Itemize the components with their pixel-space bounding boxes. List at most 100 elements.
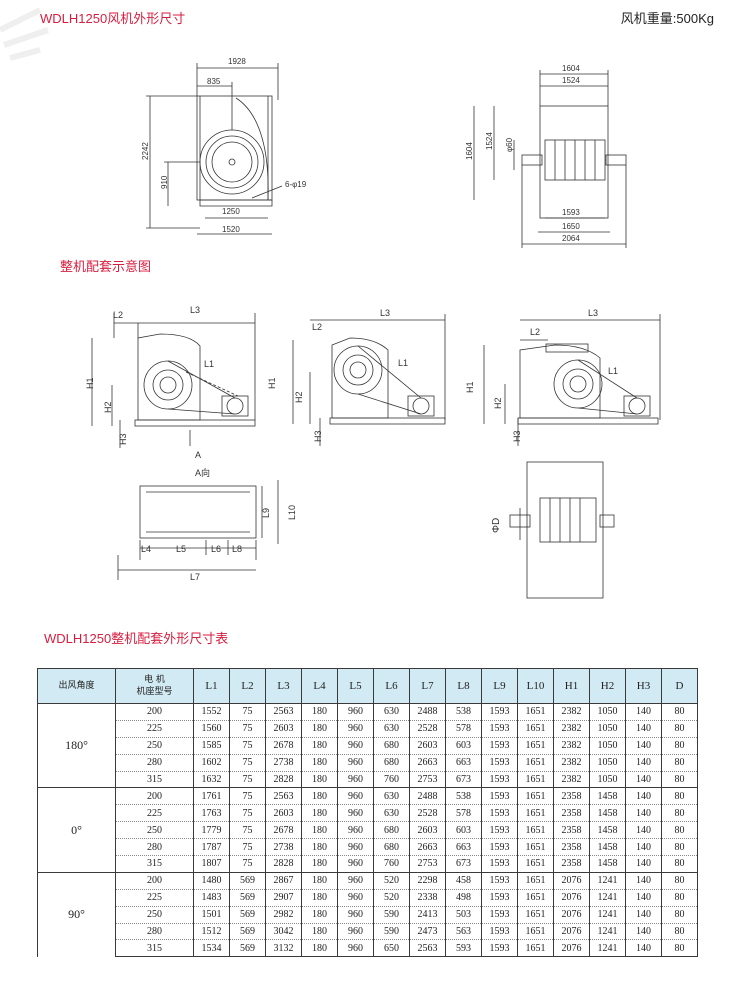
label-l6: L6	[211, 544, 221, 554]
table-cell: 140	[625, 736, 662, 755]
column-header: 电 机 机座型号	[115, 668, 194, 704]
column-header: L3	[265, 668, 302, 704]
table-section-title: WDLH1250整机配套外形尺寸表	[44, 631, 229, 646]
table-cell: 2358	[553, 821, 590, 839]
table-cell: 2488	[409, 787, 446, 805]
table-cell: 680	[373, 838, 410, 856]
table-cell: 1585	[193, 736, 230, 755]
table-cell: 3132	[265, 939, 302, 958]
label-l8: L8	[232, 544, 242, 554]
table-cell: 1241	[589, 939, 626, 958]
table-cell: 225	[115, 888, 194, 907]
table-cell: 2488	[409, 703, 446, 721]
table-cell: 760	[373, 770, 410, 788]
table-cell: 1241	[589, 905, 626, 924]
column-header: L6	[373, 668, 410, 704]
outlet-angle-cell: 180°	[37, 702, 116, 788]
table-cell: 2382	[553, 703, 590, 721]
label-a-view: A向	[195, 467, 210, 478]
table-cell: 1602	[193, 753, 230, 772]
dim-1524-left: 1524	[485, 132, 494, 150]
table-cell: 3042	[265, 922, 302, 940]
table-cell: 1807	[193, 855, 230, 873]
table-cell: 2413	[409, 905, 446, 924]
label-a-arrow: A	[195, 450, 201, 460]
table-cell: 2382	[553, 719, 590, 738]
table-cell: 630	[373, 719, 410, 738]
table-cell: 180	[301, 939, 338, 958]
column-header: H1	[553, 668, 590, 704]
table-cell: 563	[445, 922, 482, 940]
table-cell: 2738	[265, 753, 302, 772]
table-cell: 569	[229, 871, 266, 890]
table-cell: 630	[373, 703, 410, 721]
table-cell: 1534	[193, 939, 230, 958]
table-cell: 140	[625, 821, 662, 839]
column-header: H3	[625, 668, 662, 704]
table-cell: 225	[115, 804, 194, 822]
table-cell: 960	[337, 855, 374, 873]
table-cell: 2358	[553, 804, 590, 822]
table-cell: 1651	[517, 905, 554, 924]
column-header: H2	[589, 668, 626, 704]
table-cell: 2828	[265, 855, 302, 873]
table-cell: 1593	[481, 939, 518, 958]
table-cell: 1651	[517, 939, 554, 958]
table-cell: 1651	[517, 855, 554, 873]
assembly-section-title: 整机配套示意图	[60, 259, 152, 274]
table-cell: 2076	[553, 905, 590, 924]
dim-1520: 1520	[222, 225, 240, 234]
dim-2064: 2064	[562, 234, 580, 243]
table-cell: 1779	[193, 821, 230, 839]
table-cell: 2473	[409, 922, 446, 940]
table-cell: 1560	[193, 719, 230, 738]
table-cell: 140	[625, 838, 662, 856]
table-cell: 630	[373, 804, 410, 822]
table-cell: 1651	[517, 838, 554, 856]
table-cell: 1050	[589, 736, 626, 755]
table-cell: 80	[661, 939, 698, 958]
table-cell: 569	[229, 922, 266, 940]
table-cell: 180	[301, 719, 338, 738]
label-h3-v3: H3	[512, 430, 522, 442]
label-h1-v2: H1	[267, 377, 277, 389]
dim-1524-top: 1524	[562, 76, 580, 85]
column-header: L8	[445, 668, 482, 704]
table-cell: 1593	[481, 736, 518, 755]
table-cell: 2076	[553, 871, 590, 890]
table-cell: 200	[115, 871, 194, 890]
table-cell: 180	[301, 736, 338, 755]
outline-side-view	[473, 70, 627, 248]
table-cell: 960	[337, 939, 374, 958]
table-cell: 200	[115, 703, 194, 721]
table-cell: 140	[625, 770, 662, 788]
table-cell: 578	[445, 804, 482, 822]
table-cell: 1651	[517, 753, 554, 772]
table-cell: 960	[337, 821, 374, 839]
table-cell: 80	[661, 855, 698, 873]
table-cell: 75	[229, 787, 266, 805]
dim-910: 910	[160, 175, 169, 189]
label-h2-v3: H2	[493, 397, 503, 409]
table-cell: 1593	[481, 703, 518, 721]
table-cell: 2907	[265, 888, 302, 907]
table-cell: 760	[373, 855, 410, 873]
table-cell: 1593	[481, 787, 518, 805]
column-header: L5	[337, 668, 374, 704]
table-cell: 1651	[517, 888, 554, 907]
dim-shaft-phi60: φ60	[505, 137, 514, 152]
table-cell: 1241	[589, 871, 626, 890]
table-cell: 80	[661, 736, 698, 755]
dim-1250: 1250	[222, 207, 240, 216]
table-cell: 1651	[517, 770, 554, 788]
table-cell: 2382	[553, 770, 590, 788]
table-cell: 180	[301, 905, 338, 924]
outline-front-view	[146, 63, 283, 235]
label-h3-v2: H3	[313, 430, 323, 442]
